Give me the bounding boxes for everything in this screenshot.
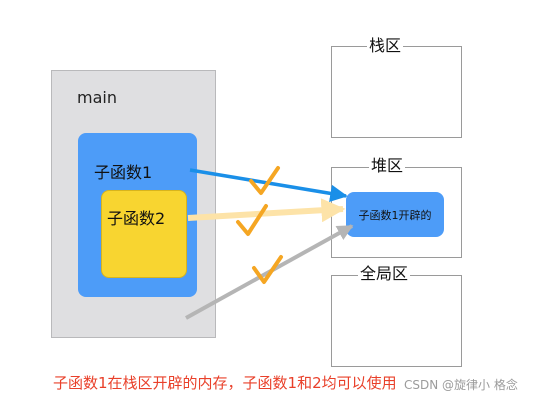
- watermark: CSDN @旋律小 格念: [404, 378, 518, 392]
- heap-allocated-label: 子函数1开辟的: [358, 209, 432, 222]
- main-label: main: [77, 88, 117, 107]
- heap-region-label: 堆区: [369, 156, 406, 175]
- check-icon: [252, 255, 283, 284]
- stack-region-box: [331, 46, 462, 138]
- check-icon: [236, 204, 268, 236]
- stack-region-label: 栈区: [367, 36, 404, 55]
- function2-label: 子函数2: [107, 209, 166, 228]
- function1-label: 子函数1: [94, 163, 153, 182]
- caption: 子函数1在栈区开辟的内存，子函数1和2均可以使用: [53, 374, 397, 392]
- global-region-box: [331, 275, 462, 367]
- heap-allocated-block: [346, 192, 444, 237]
- check-icon: [249, 166, 280, 195]
- arrow-function2-to-heap: [187, 198, 346, 223]
- function2-box: [101, 190, 187, 278]
- global-region-label: 全局区: [358, 264, 411, 283]
